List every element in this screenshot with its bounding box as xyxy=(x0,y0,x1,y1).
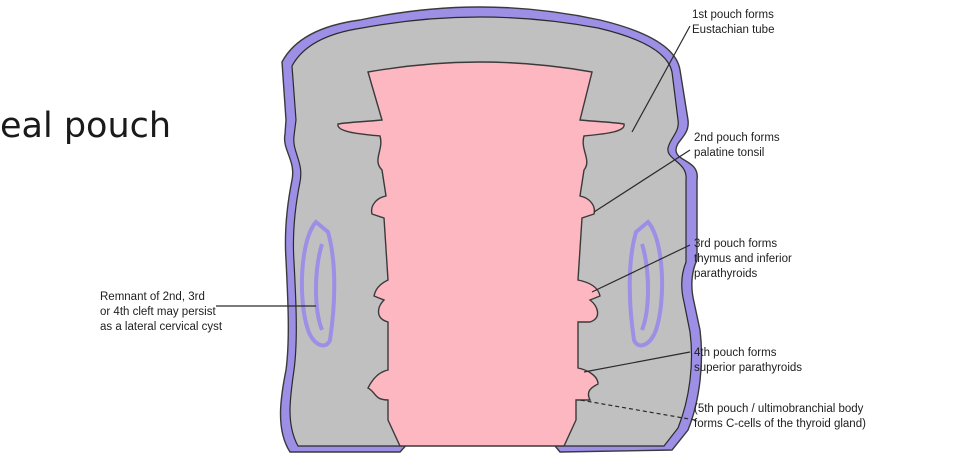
label-line: 4th pouch forms xyxy=(694,346,802,361)
label-line: Eustachian tube xyxy=(692,23,774,38)
label-line: 3rd pouch forms xyxy=(694,237,792,252)
label-line: or 4th cleft may persist xyxy=(100,305,222,320)
label-line: 1st pouch forms xyxy=(692,8,774,23)
label-line: palatine tonsil xyxy=(694,146,780,161)
label-line: parathyroids xyxy=(694,267,792,282)
label-line: superior parathyroids xyxy=(694,361,802,376)
label-line: as a lateral cervical cyst xyxy=(100,320,222,335)
label-line: thymus and inferior xyxy=(694,252,792,267)
label-line: 2nd pouch forms xyxy=(694,131,780,146)
label-line: Remnant of 2nd, 3rd xyxy=(100,290,222,305)
label-line: forms C-cells of the thyroid gland) xyxy=(694,417,866,432)
label-line: (5th pouch / ultimobranchial body xyxy=(694,402,866,417)
